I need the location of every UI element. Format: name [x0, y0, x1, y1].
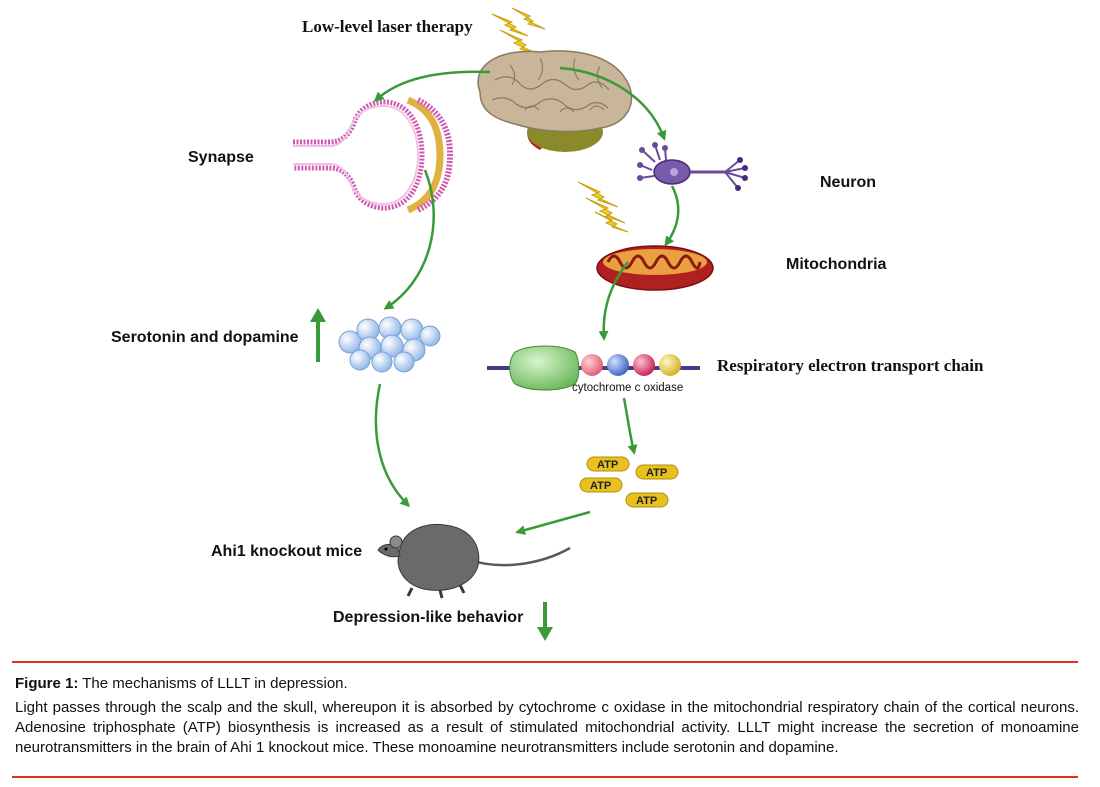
arrow-synapse-to-vesicles	[383, 169, 435, 310]
atp-label-4: ATP	[636, 495, 657, 507]
vesicles-icon	[338, 316, 441, 373]
caption-top-rule	[12, 661, 1078, 663]
caption-bottom-rule	[12, 776, 1078, 778]
mouse-icon	[377, 523, 571, 599]
neuron-icon	[637, 142, 748, 191]
diagram-title: Low-level laser therapy	[302, 17, 473, 36]
behavior-label: Depression-like behavior	[333, 609, 523, 626]
laser-icon-2	[577, 181, 629, 233]
caption-title: Figure 1: The mechanisms of LLLT in depr…	[15, 675, 1079, 692]
flow-arrows	[373, 66, 680, 535]
arrow-vesicles-to-mice	[374, 383, 411, 508]
atp-icon	[579, 456, 679, 508]
arrow-neuron-to-mito	[664, 185, 680, 247]
arrow-mito-to-etc	[598, 261, 629, 341]
arrow-atp-to-mice	[515, 510, 591, 535]
cytochrome-label: cytochrome c oxidase	[572, 382, 683, 394]
atp-label-2: ATP	[646, 467, 667, 479]
neuron-label: Neuron	[820, 174, 876, 191]
atp-label-1: ATP	[597, 459, 618, 471]
caption-title-text: The mechanisms of LLLT in depression.	[82, 675, 348, 692]
decrease-arrow-icon	[537, 602, 553, 641]
etc-label: Respiratory electron transport chain	[717, 356, 984, 375]
arrow-etc-to-atp	[622, 397, 638, 455]
mitochondria-label: Mitochondria	[786, 256, 887, 273]
synapse-label: Synapse	[188, 149, 254, 166]
caption-label: Figure 1:	[15, 675, 79, 692]
increase-arrow-icon	[310, 308, 326, 362]
mice-label: Ahi1 knockout mice	[211, 543, 362, 560]
caption-body: Light passes through the scalp and the s…	[15, 699, 1079, 756]
serotonin-label: Serotonin and dopamine	[111, 329, 299, 346]
synapse-icon	[293, 96, 454, 214]
laser-icon	[491, 7, 546, 56]
brain-icon	[477, 50, 633, 152]
atp-label-3: ATP	[590, 480, 611, 492]
etc-icon	[487, 345, 700, 391]
mitochondria-icon	[596, 245, 714, 291]
arrow-brain-to-synapse	[373, 70, 491, 103]
mechanism-diagram: Low-level laser therapy Synapse Neuron	[111, 7, 984, 641]
arrow-brain-to-neuron	[559, 66, 667, 141]
